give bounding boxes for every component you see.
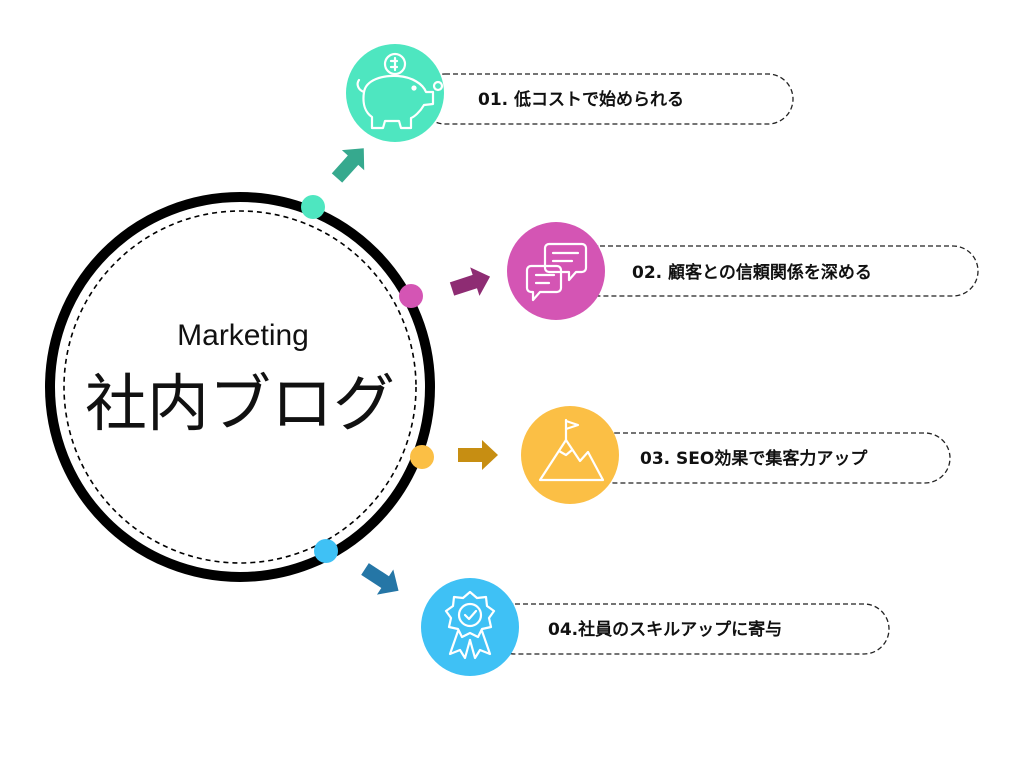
arrow-04 xyxy=(361,563,399,595)
label-pill-02 xyxy=(574,245,979,297)
item-02: 02. 顧客との信頼関係を深める xyxy=(399,222,979,320)
ring-dot-04 xyxy=(314,539,338,563)
mountain-flag-icon xyxy=(538,418,605,482)
piggy-bank-icon xyxy=(356,52,444,130)
ring-dot-01 xyxy=(301,195,325,219)
outer-ring xyxy=(45,192,435,582)
arrow-01 xyxy=(331,148,365,183)
chat-bubbles-icon xyxy=(525,242,588,302)
icon-circle-03 xyxy=(521,406,619,504)
item-03: 03. SEO効果で集客力アップ xyxy=(410,406,951,504)
label-04: 04.社員のスキルアップに寄与 xyxy=(548,619,782,640)
label-03: 03. SEO効果で集客力アップ xyxy=(640,448,868,469)
subtitle: Marketing xyxy=(177,319,309,352)
icon-circle-01 xyxy=(346,44,444,142)
central-hub: Marketing 社内ブログ xyxy=(45,192,435,582)
ring-dot-03 xyxy=(410,445,434,469)
label-pill-04 xyxy=(489,603,890,655)
label-02: 02. 顧客との信頼関係を深める xyxy=(632,262,872,283)
item-04: 04.社員のスキルアップに寄与 xyxy=(314,539,890,676)
ring-dot-02 xyxy=(399,284,423,308)
inner-dashed-ring xyxy=(63,210,417,564)
title: 社内ブログ xyxy=(85,367,395,440)
item-01: 01. 低コストで始められる xyxy=(301,44,794,219)
arrow-02 xyxy=(449,267,491,296)
label-01: 01. 低コストで始められる xyxy=(478,89,684,110)
award-ribbon-icon xyxy=(444,590,496,660)
arrow-03 xyxy=(458,440,498,470)
